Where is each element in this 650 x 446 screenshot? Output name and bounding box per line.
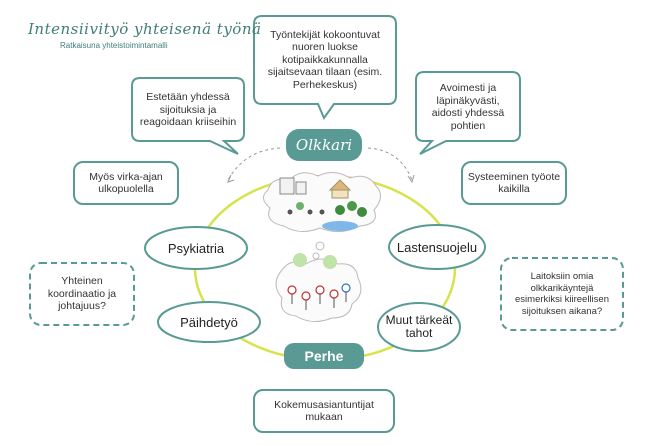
bottom-box-border: [253, 389, 395, 433]
olkkari-hub: Olkkari: [295, 136, 353, 154]
right-dashed-box-border: [500, 257, 624, 331]
top-bubble-text: Työntekijät kokoontuvat nuoren luokse ko…: [267, 28, 383, 91]
perhe-hub-shape: [284, 343, 364, 369]
arrowhead-left: [227, 174, 235, 183]
perhe-hub: Perhe: [304, 348, 344, 364]
olkkari-hub-shape: [286, 129, 362, 161]
left-info-box: Myös virka-ajan ulkopuolella: [89, 170, 163, 196]
right-info-box-border: [461, 161, 567, 205]
left-speech-bubble: [131, 77, 245, 155]
dashed-arrow-left: [227, 147, 281, 181]
node-muut-shape: [377, 302, 461, 352]
center-illustration: [263, 172, 381, 322]
left-bubble-text: Estetään yhdessä sijoituksia ja reagoida…: [139, 91, 237, 129]
page-title: Intensiivityö yhteisenä työnä: [28, 20, 262, 38]
right-info-box: Systeeminen työote kaikilla: [467, 170, 561, 196]
right-dashed-box: Laitoksiin omia olkkarikäyntejä esimerki…: [515, 271, 609, 317]
left-dashed-box-border: [29, 262, 135, 326]
left-dashed-box: Yhteinen koordinaatio ja johtajuus?: [47, 275, 117, 313]
arrowhead-right: [407, 174, 415, 184]
left-info-box-border: [73, 161, 179, 205]
right-bubble-text: Avoimesti ja läpinäkyvästi, aidosti yhde…: [431, 82, 505, 132]
node-psykiatria-shape: [144, 226, 248, 270]
node-lastensuojelu: Lastensuojelu: [396, 239, 478, 255]
top-speech-bubble: [253, 15, 397, 121]
dashed-arrow-right: [367, 147, 413, 181]
node-psykiatria: Psykiatria: [167, 240, 225, 256]
node-muut: Muut tärkeät tahot: [385, 313, 453, 340]
node-paihdetyo: Päihdetyö: [180, 314, 238, 330]
bottom-box: Kokemusasiantuntijat mukaan: [274, 398, 374, 424]
node-paihdetyo-shape: [157, 301, 261, 343]
right-speech-bubble: [415, 71, 521, 155]
node-lastensuojelu-shape: [388, 224, 486, 270]
page-subtitle: Ratkaisuna yhteistoimintamalli: [60, 41, 168, 50]
